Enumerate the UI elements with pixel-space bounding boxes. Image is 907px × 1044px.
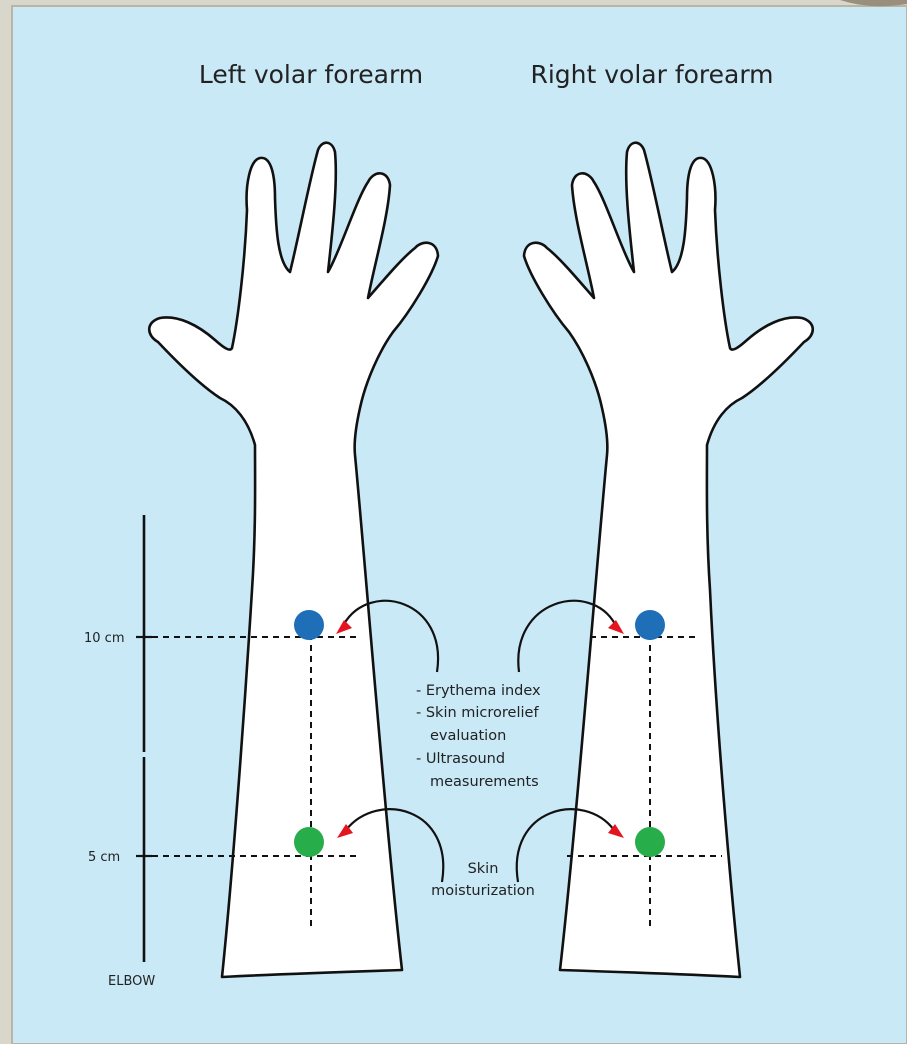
note-moisturization: moisturization (431, 883, 535, 899)
label-10cm: 10 cm (84, 631, 125, 646)
note-ultrasound: - Ultrasound (416, 751, 505, 767)
right-lower-site (635, 827, 665, 857)
left-lower-site (294, 827, 324, 857)
note-erythema: - Erythema index (416, 683, 541, 699)
label-5cm: 5 cm (88, 850, 120, 865)
note-measurements: measurements (430, 774, 539, 790)
label-elbow: ELBOW (108, 974, 155, 989)
note-skin: Skin (468, 861, 499, 877)
note-evaluation: evaluation (430, 728, 506, 744)
left-upper-site (294, 610, 324, 640)
right-upper-site (635, 610, 665, 640)
right-forearm-title: Right volar forearm (530, 60, 773, 89)
note-microrelief: - Skin microrelief (416, 705, 539, 721)
left-forearm-title: Left volar forearm (199, 60, 423, 89)
